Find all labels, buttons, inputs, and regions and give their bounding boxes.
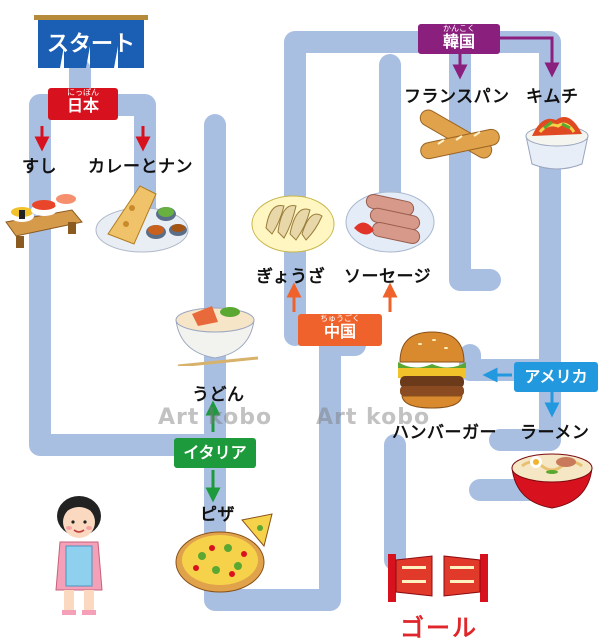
goal-gate-icon: [388, 554, 488, 602]
sushi-icon: [5, 194, 83, 248]
watermark-left: Art kobo: [158, 405, 273, 430]
korea-name: 韓国: [442, 32, 475, 51]
korea-ruby: かんこく: [443, 24, 475, 33]
food-label-gyoza: ぎょうざ: [256, 267, 326, 287]
country-tag-america: アメリカ: [514, 362, 598, 392]
udon-icon: [175, 306, 258, 366]
country-tag-korea: かんこく 韓国: [418, 24, 500, 54]
food-label-kimchi: キムチ: [526, 87, 579, 107]
gyoza-icon: [251, 195, 335, 253]
country-tag-japan: にっぽん 日本: [48, 88, 118, 120]
food-label-curry: カレーとナン: [88, 157, 193, 177]
food-label-udon: うどん: [192, 385, 245, 405]
food-label-pizza: ピザ: [200, 505, 235, 525]
goal-label: ゴール: [400, 614, 478, 642]
start-banner: スタート: [32, 12, 150, 72]
country-tag-italy: イタリア: [174, 438, 256, 468]
ramen-icon: [511, 453, 593, 509]
start-label: スタート: [46, 32, 135, 57]
china-name: 中国: [323, 322, 356, 341]
food-label-hamburger: ハンバーガー: [392, 423, 497, 443]
japan-name: 日本: [66, 96, 99, 115]
food-label-sushi: すし: [22, 157, 57, 177]
food-label-bread: フランスパン: [404, 87, 510, 107]
kimchi-icon: [525, 117, 589, 170]
china-ruby: ちゅうごく: [320, 314, 360, 323]
watermark-right: Art kobo: [316, 405, 431, 430]
curry-naan-icon: [95, 185, 189, 253]
pizza-icon: [175, 513, 273, 593]
arrow-to-kimchi: [500, 36, 560, 78]
baguette-icon: [419, 109, 500, 160]
country-tag-china: ちゅうごく 中国: [298, 314, 382, 346]
hamburger-icon: [398, 331, 466, 409]
japan-ruby: にっぽん: [67, 88, 99, 97]
noren-banner-icon: [34, 15, 148, 68]
girl-character-icon: [55, 496, 103, 615]
sausage-icon: [345, 191, 435, 253]
food-label-ramen: ラーメン: [520, 423, 590, 443]
food-label-sausage: ソーセージ: [344, 267, 432, 287]
